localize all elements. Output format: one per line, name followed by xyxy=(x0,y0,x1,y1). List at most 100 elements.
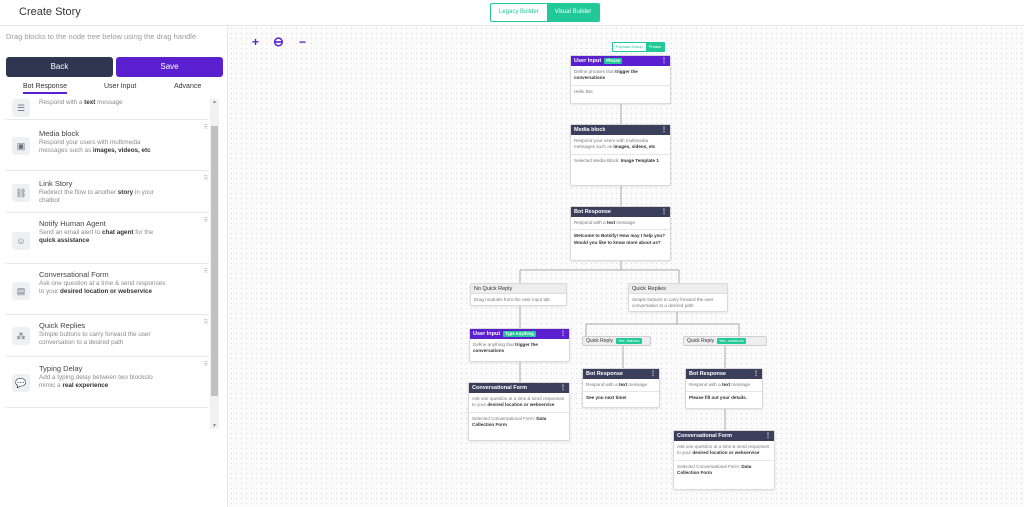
zoom-out-button[interactable]: − xyxy=(298,35,306,49)
type-anything-tag: Type Anything xyxy=(503,330,536,337)
connection-lines xyxy=(519,104,740,430)
list-item[interactable]: ⠿ ⛓ Link Story Redirect the flow to anot… xyxy=(6,171,209,213)
node-header: Bot Response⋮ xyxy=(583,369,659,379)
sidebar-scrollbar[interactable]: ▲ ▼ xyxy=(210,99,219,429)
drag-handle-icon[interactable]: ⠿ xyxy=(203,320,209,326)
drag-handle-icon[interactable]: ⠿ xyxy=(203,362,209,368)
sidebar: Drag blocks to the node tree below using… xyxy=(0,26,228,507)
drag-hint: Drag blocks to the node tree below using… xyxy=(6,32,197,41)
node-header: Bot Response⋮ xyxy=(571,207,670,217)
scroll-down-icon[interactable]: ▼ xyxy=(212,423,217,429)
quick-replies-node[interactable]: Quick Replies Simple buttons to carry fo… xyxy=(628,283,728,312)
builder-toggle[interactable]: Legacy Builder Visual Builder xyxy=(490,3,601,22)
node-body: Define anything that trigger the convers… xyxy=(473,342,538,354)
legacy-builder-button[interactable]: Legacy Builder xyxy=(491,4,547,21)
list-item[interactable]: ⠿ ☺ Notify Human Agent Send an email ale… xyxy=(6,213,209,264)
conversational-form-node[interactable]: Conversational Form⋮ Ask one question at… xyxy=(468,382,570,441)
item-name: Link Story xyxy=(39,179,73,188)
bot-response-node[interactable]: Bot Response⋮ Respond with a text messag… xyxy=(685,368,763,409)
block-tabs: Bot Response User Input Advance xyxy=(6,83,221,97)
zoom-reset-button[interactable]: ⊖ xyxy=(273,34,284,49)
payload-group-toggle[interactable]: Payload Group Phrase xyxy=(612,42,666,52)
drag-handle-icon[interactable]: ⠿ xyxy=(203,125,209,131)
list-item[interactable]: ☰ Respond with a text message xyxy=(6,99,209,120)
tab-advance[interactable]: Advance xyxy=(174,83,202,90)
scrollbar-thumb[interactable] xyxy=(211,126,218,396)
item-description: Add a typing delay between two blocksto … xyxy=(39,374,153,389)
item-description: Respond with a text message xyxy=(39,99,123,106)
zoom-in-button[interactable]: + xyxy=(251,35,259,49)
link-icon: ⛓ xyxy=(12,184,30,202)
item-description: Redirect the flow to another story in yo… xyxy=(39,189,154,204)
drag-handle-icon[interactable]: ⠿ xyxy=(203,269,209,275)
agent-icon: ☺ xyxy=(12,232,30,250)
list-item[interactable]: ⠿ ⁂ Quick Replies Simple buttons to carr… xyxy=(6,315,209,357)
node-body: Define phrases that trigger the conversa… xyxy=(571,66,670,98)
typing-icon: 💬 xyxy=(12,374,30,392)
chat-lines-icon: ☰ xyxy=(12,99,30,117)
kebab-menu-icon[interactable]: ⋮ xyxy=(560,331,566,337)
kebab-menu-icon[interactable]: ⋮ xyxy=(765,433,771,439)
kebab-menu-icon[interactable]: ⋮ xyxy=(661,209,667,215)
node-header: Conversational Form⋮ xyxy=(469,383,569,393)
item-name: Quick Replies xyxy=(39,321,86,330)
node-body: Ask one question at a time & send respon… xyxy=(674,441,774,479)
item-description: Ask one question at a time & send respon… xyxy=(39,280,166,295)
node-body: Simple buttons to carry forward the user… xyxy=(632,297,714,309)
no-quick-reply-node[interactable]: No Quick Reply Drag modules from the use… xyxy=(470,283,567,306)
node-header: Quick Replies xyxy=(629,284,727,294)
item-name: Media block xyxy=(39,129,80,138)
back-button[interactable]: Back xyxy=(6,57,113,77)
kebab-menu-icon[interactable]: ⋮ xyxy=(661,127,667,133)
node-body: Drag modules from the user input tab xyxy=(474,297,550,302)
list-item[interactable]: ⠿ ▤ Conversational Form Ask one question… xyxy=(6,264,209,315)
tab-user-input[interactable]: User Input xyxy=(104,83,137,90)
page-title: Create Story xyxy=(19,6,81,18)
node-header: Conversational Form⋮ xyxy=(674,431,774,441)
drag-handle-icon[interactable]: ⠿ xyxy=(203,176,209,182)
bot-response-node[interactable]: Bot Response⋮ Respond with a text messag… xyxy=(570,206,671,261)
form-icon: ▤ xyxy=(12,282,30,300)
bot-response-node[interactable]: Bot Response⋮ Respond with a text messag… xyxy=(582,368,660,408)
kebab-menu-icon[interactable]: ⋮ xyxy=(650,371,656,377)
quick-replies-icon: ⁂ xyxy=(12,327,30,345)
list-item[interactable]: ⠿ 💬 Typing Delay Add a typing delay betw… xyxy=(6,357,209,408)
block-list: ☰ Respond with a text message ⠿ ▣ Media … xyxy=(6,99,209,429)
kebab-menu-icon[interactable]: ⋮ xyxy=(753,371,759,377)
list-item[interactable]: ⠿ ▣ Media block Respond your users with … xyxy=(6,120,209,171)
node-header: Media block⋮ xyxy=(571,125,670,135)
conversational-form-node[interactable]: Conversational Form⋮ Ask one question at… xyxy=(673,430,775,490)
scroll-up-icon[interactable]: ▲ xyxy=(212,99,217,105)
phrase-tag: Phrase xyxy=(604,57,623,64)
media-block-node[interactable]: Media block⋮ Respond your users with mul… xyxy=(570,124,671,186)
tab-bot-response[interactable]: Bot Response xyxy=(23,83,67,94)
reply-tag: Yes, thanks! xyxy=(615,338,642,344)
media-icon: ▣ xyxy=(12,137,30,155)
item-name: Typing Delay xyxy=(39,364,83,373)
item-description: Respond your users with multimedia messa… xyxy=(39,139,151,154)
payload-group-button[interactable]: Payload Group xyxy=(613,43,646,51)
node-header: Bot Response⋮ xyxy=(686,369,762,379)
kebab-menu-icon[interactable]: ⋮ xyxy=(661,58,667,64)
visual-builder-button[interactable]: Visual Builder xyxy=(546,4,600,21)
node-body: Ask one question at a time & send respon… xyxy=(469,393,569,431)
kebab-menu-icon[interactable]: ⋮ xyxy=(560,385,566,391)
reply-tag: Yes, continue! xyxy=(716,338,746,344)
item-name: Conversational Form xyxy=(39,270,109,279)
item-name: Notify Human Agent xyxy=(39,219,106,228)
drag-handle-icon[interactable]: ⠿ xyxy=(203,218,209,224)
item-description: Send an email alert to chat agent for th… xyxy=(39,229,154,244)
save-button[interactable]: Save xyxy=(116,57,223,77)
phrase-button[interactable]: Phrase xyxy=(645,43,665,51)
node-header: No Quick Reply xyxy=(471,284,566,294)
